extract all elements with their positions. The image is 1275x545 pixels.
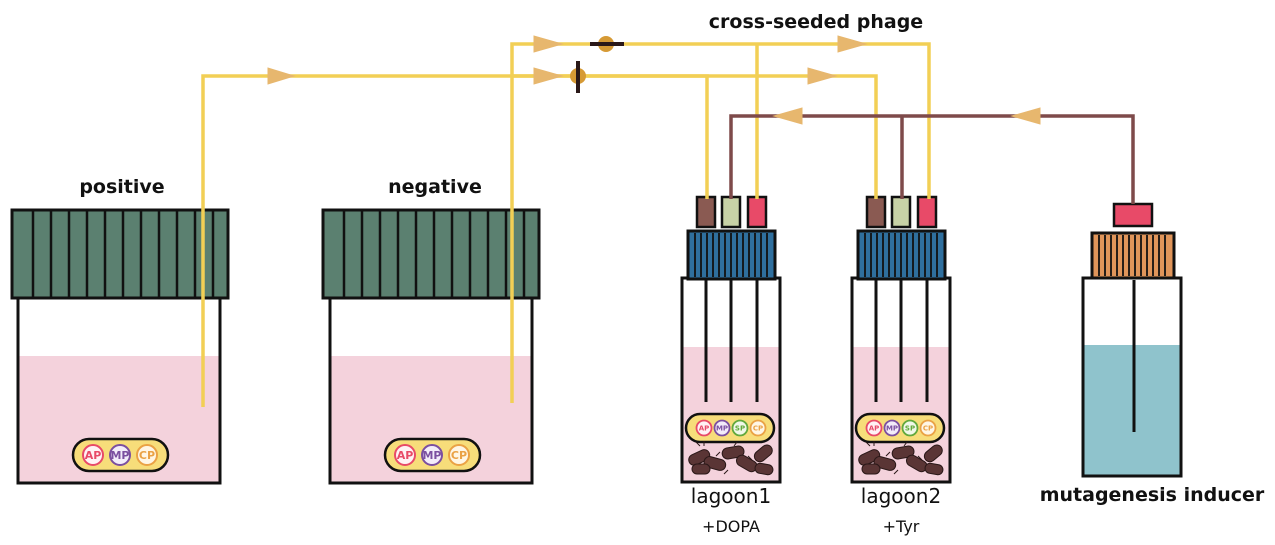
positive-vessel-cap	[10, 208, 230, 300]
cp-label: CP	[451, 449, 467, 462]
arrow-negative-lower-icon	[533, 67, 564, 85]
lagoon1-port-inducer	[695, 195, 717, 229]
positive-phage-capsule: AP MP CP	[71, 437, 170, 473]
lagoon1-sub-label: +DOPA	[702, 517, 760, 536]
cross-seeded-label: cross-seeded phage	[709, 11, 923, 33]
cp-plasmid-icon	[136, 444, 158, 466]
ap-label: AP	[397, 449, 414, 462]
lagoon1-label: lagoon1	[691, 484, 771, 508]
arrow-negative-upper-icon	[533, 35, 564, 53]
mp-plasmid-icon	[109, 444, 131, 466]
lagoon2-cap-ridges	[864, 233, 938, 277]
lagoon2-needles	[874, 280, 929, 402]
mutagenesis-medium	[1084, 345, 1180, 475]
mp-label: MP	[110, 449, 129, 462]
positive-label: positive	[79, 176, 164, 198]
lagoon1-port-phage	[746, 195, 768, 229]
tube-negative-to-lagoon2	[510, 42, 931, 403]
arrow-inducer-left-icon	[772, 107, 803, 125]
lagoon2-phage-tails	[865, 441, 923, 475]
arrow-cross-lower-icon	[807, 67, 838, 85]
mutagenesis-vessel	[1081, 202, 1183, 478]
lagoon2-ecoli-cells	[858, 444, 944, 476]
sp-label: SP	[735, 425, 745, 433]
positive-vessel: AP MP CP	[10, 208, 230, 485]
lagoon2-vessel: AP MP SP CP	[850, 195, 952, 484]
mp-label: MP	[422, 449, 441, 462]
negative-label: negative	[388, 176, 482, 198]
ap-plasmid-icon	[82, 444, 104, 466]
arrow-inducer-right-icon	[1010, 107, 1041, 125]
lagoon1-ecoli-cells	[688, 444, 774, 476]
negative-vessel-cap	[321, 208, 541, 300]
lagoon1-vessel: AP MP SP CP	[680, 195, 782, 484]
inducer-tubing	[729, 114, 1135, 204]
ap-label: AP	[699, 425, 710, 433]
lagoon2-sub-label: +Tyr	[883, 517, 920, 536]
cp-label: CP	[753, 425, 763, 433]
valve-upper	[590, 36, 624, 52]
lagoon1-phage-capsule: AP MP SP CP	[684, 412, 776, 444]
tube-positive-to-lagoon1	[201, 74, 709, 407]
ap-plasmid-icon	[394, 444, 416, 466]
mp-label: MP	[716, 425, 728, 433]
cp-label: CP	[923, 425, 933, 433]
lagoon2-label: lagoon2	[861, 484, 941, 508]
lagoon2-phage-capsule: AP MP SP CP	[854, 412, 946, 444]
mp-label: MP	[886, 425, 898, 433]
valve-lower	[570, 61, 586, 93]
mutagenesis-port	[1112, 202, 1154, 228]
cp-label: CP	[139, 449, 155, 462]
tube-inducer-to-lagoon1	[729, 114, 1135, 204]
arrow-cross-upper-icon	[837, 35, 868, 53]
lagoon1-port-waste	[720, 195, 742, 229]
negative-cap-ridges	[342, 210, 526, 298]
negative-vessel: AP MP CP	[321, 208, 541, 485]
phage-tubing	[201, 42, 931, 407]
lagoon2-port-waste	[890, 195, 912, 229]
mutagenesis-cap-ridges	[1098, 235, 1166, 276]
cp-plasmid-icon	[448, 444, 470, 466]
lagoon1-needles	[704, 280, 759, 402]
lagoon2-port-inducer	[865, 195, 887, 229]
tube-cross-lower	[512, 74, 878, 199]
lagoon2-port-phage	[916, 195, 938, 229]
ap-label: AP	[869, 425, 880, 433]
arrow-positive-icon	[267, 67, 296, 85]
mutagenesis-label: mutagenesis inducer	[1040, 484, 1265, 506]
lagoon1-phage-tails	[695, 441, 753, 475]
negative-phage-capsule: AP MP CP	[383, 437, 482, 473]
flow-arrows	[267, 35, 1041, 125]
mp-plasmid-icon	[421, 444, 443, 466]
positive-cap-ridges	[31, 210, 215, 298]
ap-label: AP	[85, 449, 102, 462]
sp-label: SP	[905, 425, 915, 433]
lagoon1-cap-ridges	[694, 233, 768, 277]
